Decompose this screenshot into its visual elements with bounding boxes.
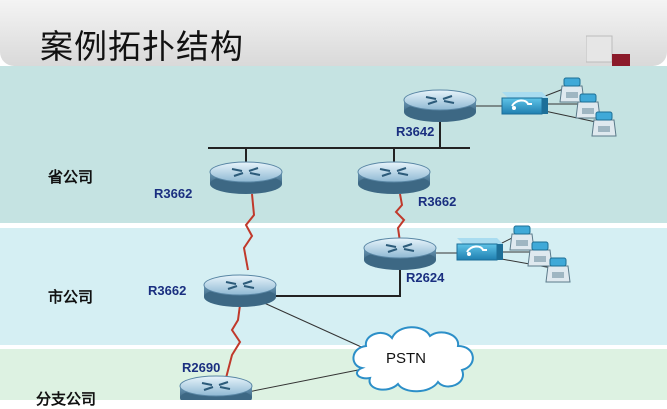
voice-gateway-mid-icon: [456, 237, 504, 261]
router-r3642-icon: [403, 89, 477, 123]
router-r2624-icon: [363, 237, 437, 271]
router-city-icon: [203, 274, 277, 308]
ip-phone-icon: [509, 225, 535, 251]
serial-link-province-r2624: [394, 193, 406, 243]
router-label-r2690: R2690: [182, 360, 221, 375]
slide-title: 案例拓扑结构: [40, 27, 244, 66]
router-label-province-left: R3662: [154, 186, 193, 201]
ip-phone-icon: [545, 257, 571, 283]
router-province-right-icon: [357, 161, 431, 195]
city-region-band: [0, 228, 667, 345]
serial-link-city-r2690: [225, 304, 242, 379]
pstn-cloud-icon: [352, 326, 474, 393]
ip-phone-icon: [591, 111, 617, 137]
voice-gateway-top-icon: [501, 91, 549, 115]
router-label-r2624: R2624: [406, 270, 445, 285]
region-label-branch: 分支公司: [36, 390, 97, 408]
gateway-top-phone-links-3: [539, 109, 597, 123]
title-bar: 案例拓扑结构: [0, 0, 667, 66]
router-r2690-icon: [179, 375, 253, 400]
router-label-city: R3662: [148, 283, 187, 298]
ip-phone-icon: [527, 241, 553, 267]
router-label-province-right: R3662: [418, 194, 457, 209]
router-label-r3642: R3642: [396, 124, 435, 139]
city-to-r2624-ethernet: [275, 262, 401, 297]
pstn-label: PSTN: [386, 350, 427, 367]
logo-squares-icon: [586, 35, 630, 66]
serial-link-province-city: [242, 193, 256, 271]
r2690-to-pstn-line: [247, 367, 369, 393]
region-label-province: 省公司: [48, 168, 94, 186]
region-label-city: 市公司: [48, 288, 94, 306]
network-topology-diagram: [179, 77, 617, 400]
city-to-pstn-line: [261, 301, 369, 351]
router-province-left-icon: [209, 161, 283, 195]
